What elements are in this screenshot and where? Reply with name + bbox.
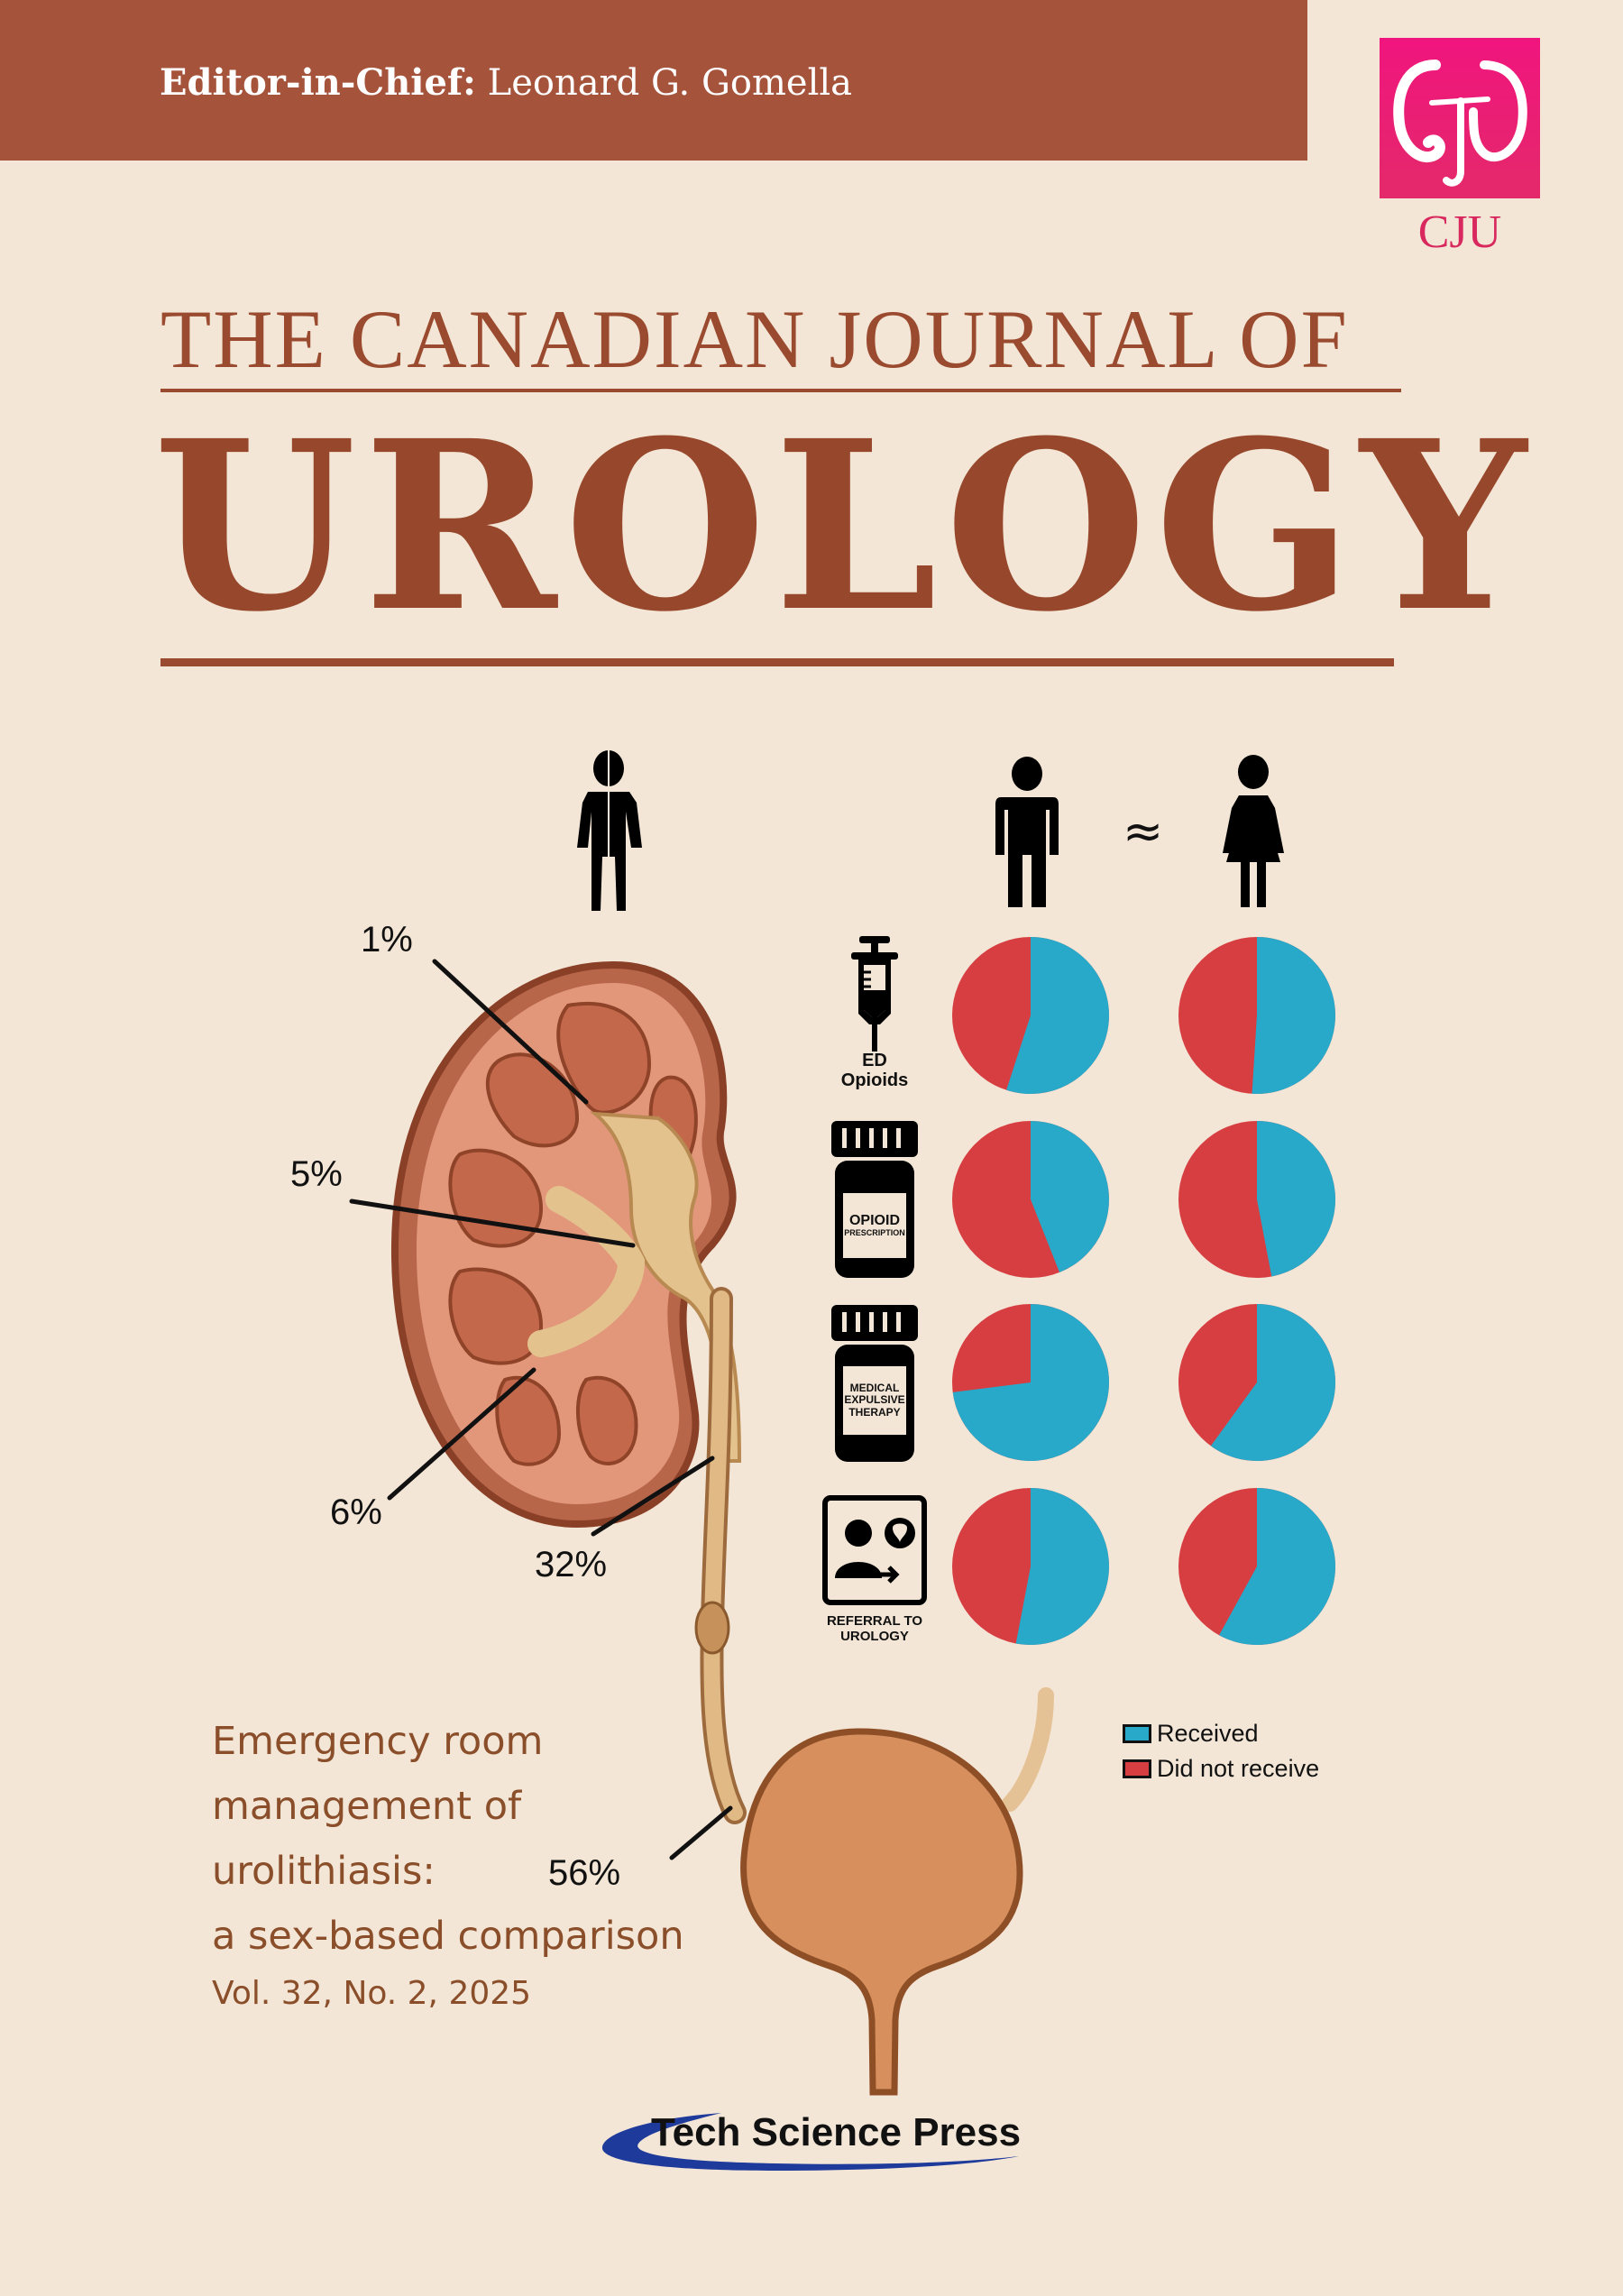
pill-bottle-icon: OPIOID PRESCRIPTION <box>831 1121 918 1278</box>
female-pie-1 <box>1178 937 1335 1095</box>
stone-location-pct: 32% <box>535 1545 608 1584</box>
journal-title-line2: UROLOGY <box>153 390 1534 663</box>
legend-swatch <box>1123 1759 1151 1778</box>
legend-item-did-not-receive: Did not receive <box>1123 1755 1319 1783</box>
row-label-ed-opioids: ED Opioids <box>840 1051 909 1090</box>
kidney-stone <box>694 1601 730 1655</box>
male-pie-3 <box>952 1304 1109 1461</box>
stone-location-pct: 1% <box>361 920 413 960</box>
female-icon <box>1223 755 1284 907</box>
female-pie-2 <box>1178 1121 1335 1278</box>
syringe-icon <box>851 936 898 1052</box>
pill-bottle-icon: MEDICAL EXPULSIVE THERAPY <box>831 1305 918 1462</box>
male-pie-1 <box>952 937 1109 1094</box>
editor-label: Editor-in-Chief: <box>160 61 476 104</box>
divider <box>160 658 1394 666</box>
row-label-referral: REFERRAL TO UROLOGY <box>826 1613 923 1644</box>
kidney-monogram-icon <box>1393 60 1527 187</box>
all-sexes-icon <box>577 748 642 911</box>
article-title: Emergency room management of urolithiasi… <box>212 1719 684 1959</box>
logo-abbrev: CJU <box>1417 207 1502 258</box>
male-icon <box>995 757 1059 907</box>
issue-info: Vol. 32, No. 2, 2025 <box>212 1975 532 2012</box>
editor-in-chief: Editor-in-Chief: Leonard G. Gomella <box>160 61 852 104</box>
female-pie-4 <box>1178 1488 1335 1646</box>
stone-location-pct: 5% <box>290 1154 343 1194</box>
journal-title-line1: THE CANADIAN JOURNAL OF <box>160 293 1349 385</box>
chart-legend: Received Did not receive <box>1123 1720 1319 1790</box>
stone-location-pct: 6% <box>330 1492 382 1532</box>
legend-item-received: Received <box>1123 1720 1319 1748</box>
publisher-name: Tech Science Press <box>651 2110 1022 2154</box>
editor-name: Leonard G. Gomella <box>487 62 853 104</box>
stone-location-pct: 56% <box>548 1853 621 1893</box>
divider <box>160 389 1401 392</box>
header-band <box>0 0 1307 161</box>
legend-swatch <box>1123 1724 1151 1743</box>
referral-icon <box>822 1495 927 1605</box>
bladder <box>740 1728 1023 2096</box>
journal-logo <box>1380 38 1540 198</box>
female-pie-3 <box>1178 1304 1335 1461</box>
approx-equal-icon: ≈ <box>1123 803 1164 859</box>
male-pie-2 <box>952 1121 1109 1278</box>
male-pie-4 <box>952 1488 1110 1645</box>
